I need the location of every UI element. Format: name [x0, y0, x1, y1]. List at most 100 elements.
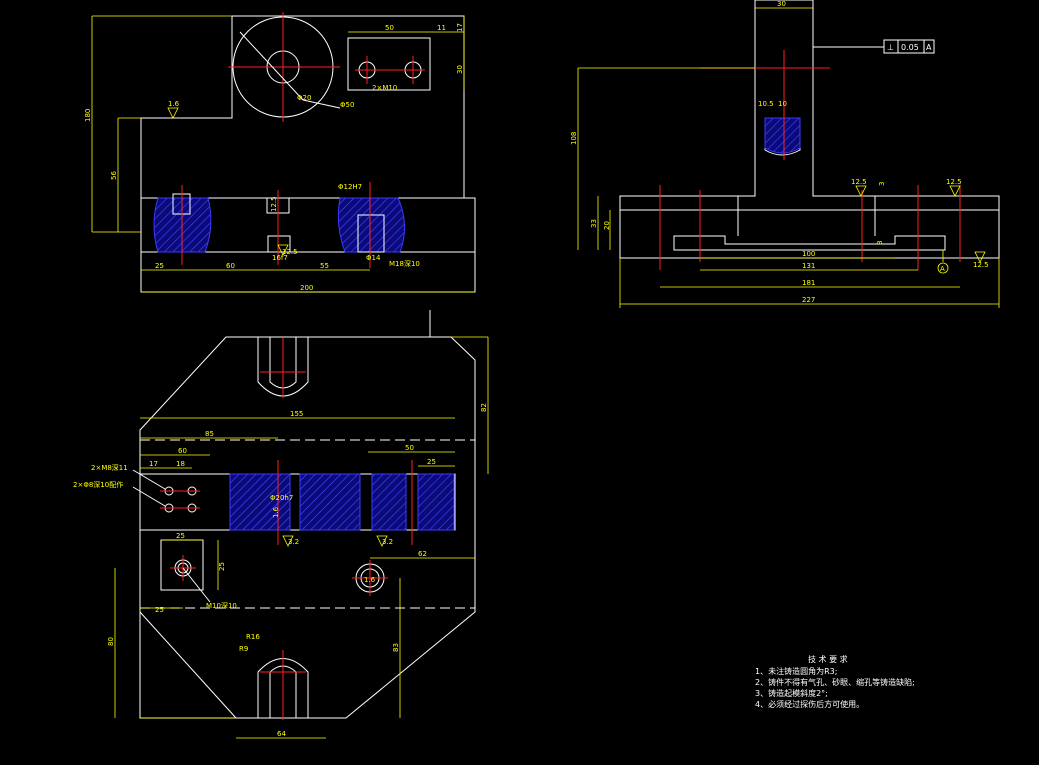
dim30-label: 30: [456, 65, 464, 74]
top-roughness-a: 3.2: [288, 538, 299, 546]
side-roughness-a: 12.5: [851, 178, 867, 186]
dim64-label: 64: [277, 730, 286, 738]
side-dim108-label: 108: [570, 132, 578, 145]
top-hatch-4: [417, 473, 455, 531]
dim25-pad-label: 25: [176, 532, 185, 540]
side-dim100-label: 100: [802, 250, 815, 258]
dim11-label: 11: [437, 24, 446, 32]
phi20h7-label: Φ20h7: [270, 494, 293, 502]
phi20-leader: [239, 31, 304, 101]
dim62-label: 62: [418, 550, 427, 558]
phi20-label: Φ20: [297, 94, 311, 102]
phi50-leader: [302, 99, 341, 109]
side-roughness-b: 12.5: [946, 178, 962, 186]
m10-label: 2×M10: [372, 84, 397, 92]
notes-item-4: 4、必须经过探伤后方可使用。: [755, 699, 864, 709]
roughness-symbol-1: [167, 107, 179, 119]
roughness-1-6: 1.6: [168, 100, 180, 108]
tolerance-frame: [883, 39, 935, 54]
top-roughness-c: 1.6: [272, 506, 280, 518]
section-hatch-right: [337, 197, 405, 253]
datum-label: A: [940, 265, 945, 273]
m10-pad: [160, 539, 204, 591]
dim155-label: 155: [290, 410, 303, 418]
top-roughness-d: 1.6: [364, 576, 376, 584]
side-dim10-5-label: 10.5: [758, 100, 774, 108]
dim17-label: 17: [456, 23, 464, 32]
phi12h7-label: Φ12H7: [338, 183, 362, 191]
side-dim227-label: 227: [802, 296, 815, 304]
top-roughness-b: 3.2: [382, 538, 393, 546]
notes-title: 技 术 要 求: [808, 654, 848, 664]
tolerance-datum: A: [926, 43, 932, 52]
dim200-label: 200: [300, 284, 313, 292]
side-view: 30 10.5 10 108 33 20 3 8 100 131 181 227…: [570, 0, 1000, 308]
front-view: 50 11 17 30 180 56 25 60 55 200 Φ20 Φ50 …: [84, 12, 476, 293]
roughness-symbol-2: [277, 244, 289, 256]
dim55-label: 55: [320, 262, 329, 270]
front-right-pocket: [357, 214, 385, 253]
dim82-label: 82: [480, 403, 488, 412]
side-dim20-label: 20: [603, 221, 611, 230]
dim83-label: 83: [392, 643, 400, 652]
top-view: 155 85 50 25 60 17 18 25 25 25 62 82 80 …: [73, 310, 489, 739]
m10deep10-note: M10深10: [206, 601, 237, 610]
top-roughness-symbol-a: [282, 535, 294, 547]
dim180-label: 180: [84, 109, 92, 122]
dim50-top-label: 50: [405, 444, 414, 452]
r9-label: R9: [239, 645, 248, 653]
top-view-outline: [139, 336, 476, 719]
side-base-step: [673, 235, 946, 251]
notes-item-1: 1、未注铸造圆角为R3;: [755, 666, 837, 676]
side-roughness-c: 12.5: [973, 261, 989, 269]
phi8-note: 2×Φ8深10配作: [73, 480, 123, 489]
notes-item-2: 2、铸件不得有气孔、砂眼、缩孔等铸造缺陷;: [755, 677, 915, 687]
m8-note: 2×M8深11: [91, 463, 128, 472]
side-roughness-symbol-c: [974, 251, 986, 263]
front-key-slot: [267, 235, 291, 253]
dim85-label: 85: [205, 430, 214, 438]
top-hatch-3: [371, 473, 407, 531]
side-view-outline: [619, 0, 1000, 259]
dim80-label: 80: [107, 637, 115, 646]
dim25-m10-label: 25: [155, 606, 164, 614]
notes-item-3: 3、铸造起模斜度2°;: [755, 688, 828, 698]
roughness-12-5-b: 12.5: [282, 248, 298, 256]
phi14-label: Φ14: [366, 254, 381, 262]
r16-label: R16: [246, 633, 260, 641]
phi50-label: Φ50: [340, 101, 354, 109]
dim50-label: 50: [385, 24, 394, 32]
tolerance-value: 0.05: [901, 43, 919, 52]
key-16f7-label: 16f7: [272, 254, 288, 262]
dim17-label: 17: [149, 460, 158, 468]
top-body-rect: [139, 473, 456, 531]
top-hatch-2: [299, 473, 361, 531]
phi8-leader: [132, 486, 166, 507]
side-roughness-symbol-b: [949, 185, 961, 197]
tolerance-symbol: ⊥: [887, 43, 894, 52]
top-roughness-symbol-b: [376, 535, 388, 547]
m8-leader: [132, 469, 166, 490]
side-dim10-label: 10: [778, 100, 787, 108]
m18-label: M18深10: [389, 259, 420, 268]
side-dim30-label: 30: [777, 0, 786, 8]
dim25-label: 25: [155, 262, 164, 270]
side-dim131-label: 131: [802, 262, 815, 270]
top-hatch-1: [229, 473, 291, 531]
datum-circle: [937, 262, 949, 274]
dim60-label: 60: [226, 262, 235, 270]
side-slot-hatch: [764, 117, 801, 154]
side-dim8-label: 8: [876, 241, 884, 245]
roughness-12-5-a: 12.5: [270, 196, 278, 212]
m10-leader: [182, 567, 211, 603]
front-slot-rect: [347, 37, 431, 91]
technical-notes: 技 术 要 求 1、未注铸造圆角为R3; 2、铸件不得有气孔、砂眼、缩孔等铸造缺…: [755, 654, 915, 709]
dim18-label: 18: [176, 460, 185, 468]
side-roughness-symbol-a: [855, 185, 867, 197]
dim25-right-label: 25: [427, 458, 436, 466]
side-dim181-label: 181: [802, 279, 815, 287]
dim60-top-label: 60: [178, 447, 187, 455]
side-dim33-label: 33: [590, 219, 598, 228]
dim25-pad-v-label: 25: [218, 562, 226, 571]
